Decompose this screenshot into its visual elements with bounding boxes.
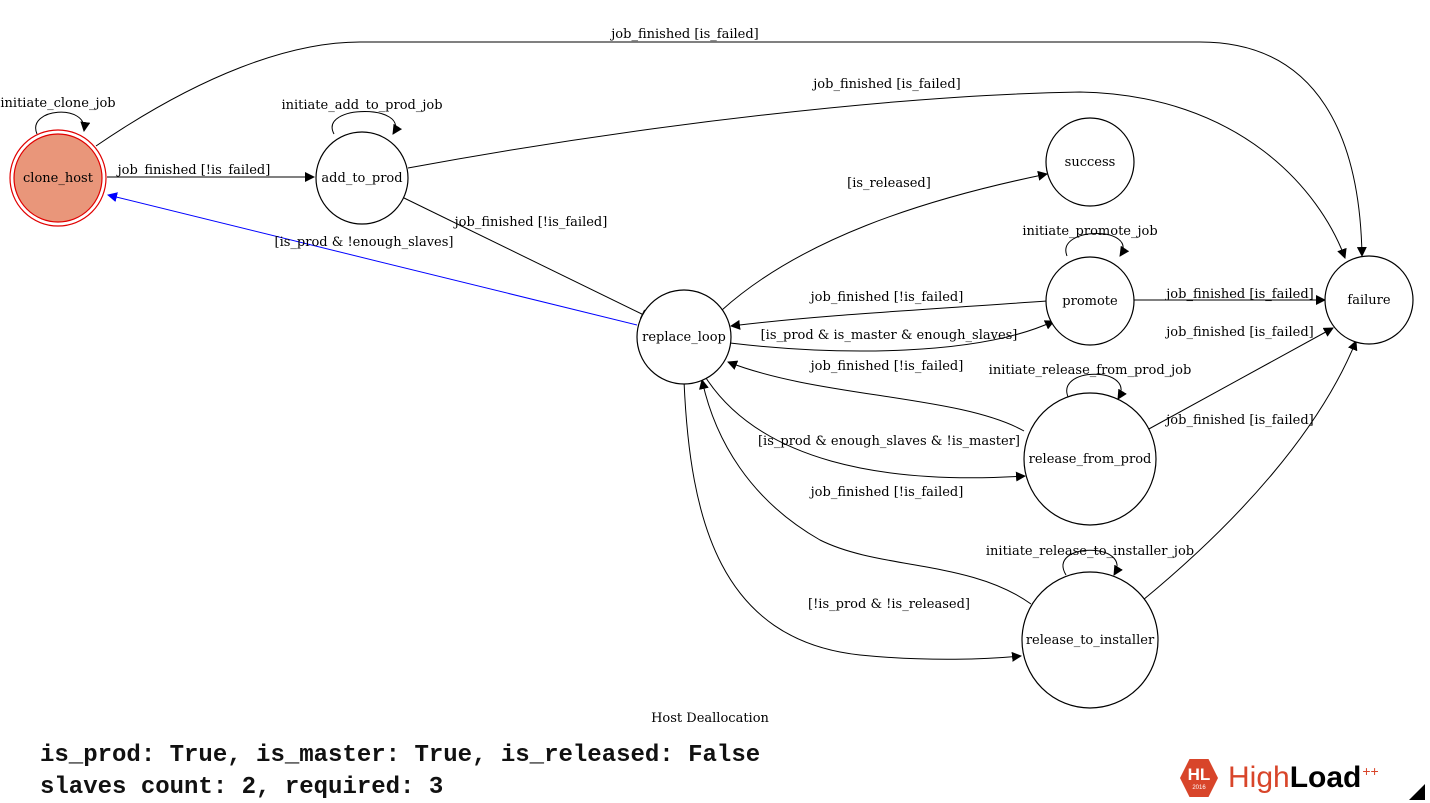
state-label-release-to-installer: release_to_installer: [1026, 633, 1155, 648]
edge-label-replace-loop-to-clone-host: [is_prod & !enough_slaves]: [275, 235, 454, 250]
state-label-replace-loop: replace_loop: [642, 330, 726, 345]
edge-label-replace-loop-to-promote: [is_prod & is_master & enough_slaves]: [761, 328, 1018, 343]
edge-label-release-from-prod-to-replace-loop: job_finished [!is_failed]: [809, 359, 964, 374]
state-clone-host: clone_host: [9, 129, 107, 227]
edge-clone-host-self: [35, 111, 91, 135]
edge-label-initiate-promote-job: initiate_promote_job: [1022, 224, 1157, 239]
edge-release-to-installer-to-failure: [1142, 340, 1358, 601]
state-label-failure: failure: [1347, 293, 1390, 308]
logo-corner-mark: [1409, 784, 1425, 800]
edge-release-from-prod-to-failure: [1146, 327, 1334, 431]
logo-badge: HL 2016: [1180, 759, 1218, 797]
state-label-promote: promote: [1062, 294, 1118, 309]
state-label-add-to-prod: add_to_prod: [321, 171, 402, 186]
edge-clone-host-to-failure: [95, 41, 1367, 257]
logo-year: 2016: [1192, 784, 1206, 791]
edge-replace-loop-to-promote: [729, 320, 1055, 352]
state-release-from-prod: release_from_prod: [1023, 392, 1157, 526]
edge-release-to-installer-to-replace-loop: [699, 379, 1032, 605]
edge-label-replace-loop-to-release-from-prod: [is_prod & enough_slaves & !is_master]: [758, 434, 1020, 449]
edge-label-release-to-installer-to-failure: job_finished [is_failed]: [1164, 413, 1313, 428]
edge-label-initiate-clone-job: initiate_clone_job: [0, 96, 115, 111]
state-label-release-from-prod: release_from_prod: [1029, 452, 1152, 467]
state-add-to-prod: add_to_prod: [315, 131, 409, 225]
edge-add-to-prod-to-failure: [407, 91, 1347, 259]
state-label-success: success: [1065, 155, 1116, 170]
edge-add-to-prod-self: [331, 111, 403, 135]
highload-logo: HL 2016 HighLoad++: [1180, 756, 1425, 800]
edge-label-replace-loop-to-release-to-installer: [!is_prod & !is_released]: [808, 597, 970, 612]
edge-label-release-to-installer-to-replace-loop: job_finished [!is_failed]: [809, 485, 964, 500]
edge-label-add-to-prod-to-replace-loop: job_finished [!is_failed]: [453, 215, 608, 230]
edge-label-clone-to-failure: job_finished [is_failed]: [609, 27, 758, 42]
state-release-to-installer: release_to_installer: [1021, 571, 1159, 709]
state-success: success: [1045, 117, 1135, 207]
edge-replace-loop-to-release-from-prod: [705, 377, 1026, 482]
edge-label-initiate-release-from-prod-job: initiate_release_from_prod_job: [989, 363, 1192, 378]
edge-label-promote-to-replace-loop: job_finished [!is_failed]: [809, 290, 964, 305]
status-line-slaves: slaves count: 2, required: 3: [40, 774, 444, 801]
logo-wordmark: HighLoad++: [1228, 763, 1379, 793]
edge-promote-to-replace-loop: [730, 300, 1048, 330]
logo-plus: ++: [1362, 763, 1379, 779]
edge-replace-loop-to-success: [721, 170, 1048, 311]
logo-word-light: High: [1228, 761, 1290, 794]
edge-release-from-prod-self: [1066, 373, 1127, 400]
logo-word-bold: Load: [1289, 761, 1362, 794]
state-failure: failure: [1324, 255, 1414, 345]
edge-label-promote-to-failure: job_finished [is_failed]: [1164, 287, 1313, 302]
state-label-clone-host: clone_host: [23, 171, 94, 186]
logo-badge-text: HL: [1187, 764, 1211, 784]
edge-add-to-prod-to-replace-loop: [401, 196, 651, 319]
edge-label-release-from-prod-to-failure: job_finished [is_failed]: [1164, 325, 1313, 340]
status-line-flags: is_prod: True, is_master: True, is_relea…: [40, 742, 761, 769]
diagram-caption: Host Deallocation: [651, 711, 769, 726]
edge-promote-self: [1065, 233, 1130, 257]
edge-label-initiate-release-to-installer-job: initiate_release_to_installer_job: [986, 544, 1194, 559]
edge-label-replace-loop-to-success: [is_released]: [847, 176, 931, 191]
edge-label-add-to-prod-to-failure: job_finished [is_failed]: [811, 77, 960, 92]
state-replace-loop: replace_loop: [636, 289, 732, 385]
state-promote: promote: [1045, 256, 1135, 346]
edge-replace-loop-to-release-to-installer: [683, 380, 1022, 662]
edge-release-to-installer-self: [1062, 549, 1123, 576]
edge-label-initiate-add-to-prod-job: initiate_add_to_prod_job: [281, 98, 442, 113]
edge-release-from-prod-to-replace-loop: [727, 360, 1025, 432]
edge-label-clone-to-add-to-prod: job_finished [!is_failed]: [116, 163, 271, 178]
edge-replace-loop-to-clone-host: [107, 192, 638, 326]
